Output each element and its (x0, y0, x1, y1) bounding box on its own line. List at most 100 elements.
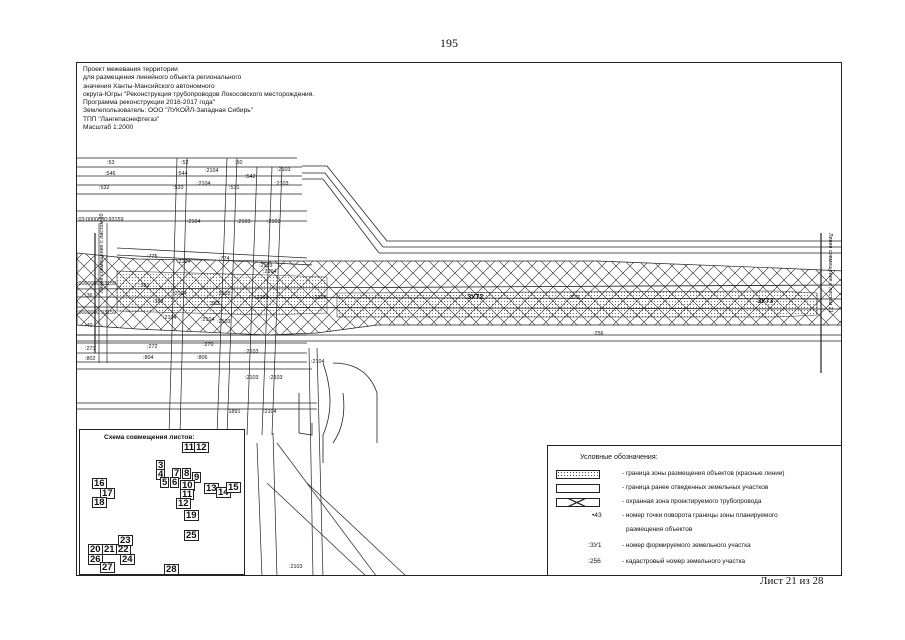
zone-label-zu72: ЗУ72 (467, 294, 483, 301)
match-lines (94, 233, 822, 373)
sheet-number: 21 (102, 544, 117, 555)
sheet-number: 8 (182, 468, 192, 479)
parcel-label: :50 (235, 160, 243, 166)
sheet-number: 12 (194, 442, 209, 453)
parcel-label: :256 (593, 331, 604, 337)
sheet-number: 9 (192, 472, 202, 483)
parcel-label: :1891 (227, 409, 241, 415)
pipelines (77, 284, 841, 342)
parcel-label: :2104 (177, 259, 191, 265)
parcel-label: :542 (245, 174, 256, 180)
parcel-label: :383 (209, 301, 220, 307)
parcel-label: :2104 (313, 295, 327, 301)
title-line: округа-Югры "Реконструкция трубопроводов… (83, 90, 315, 98)
sheet-number: 24 (120, 554, 135, 565)
parcel-label: :2103 (237, 219, 251, 225)
dotted-box-icon (556, 470, 600, 479)
sheet-number: 19 (184, 510, 199, 521)
left-edge-label: :36 (85, 293, 93, 299)
parcel-label: :546 (105, 171, 116, 177)
parcel-label: :2104 (163, 315, 177, 321)
parcel-label: :2103 (289, 564, 303, 570)
page-number: 195 (440, 36, 458, 50)
left-edge-label: :03:0000000:93159 (77, 217, 123, 223)
parcel-label: :381 (139, 283, 150, 289)
legend-text: - номер точки поворота границы зоны план… (622, 512, 778, 519)
sheet-number: 23 (118, 535, 133, 546)
parcel-label: :2103 (267, 219, 281, 225)
parcel-label: :2103 (255, 295, 269, 301)
left-edge-label: :0000000:93159 (77, 310, 116, 316)
title-line: значения Ханты-Мансийского автономного (83, 82, 215, 90)
parcel-label: :272 (147, 344, 158, 350)
legend-text: размещения объектов (626, 526, 693, 533)
title-line: Масштаб 1:2000 (83, 124, 134, 132)
parcel-label: :532 (99, 185, 110, 191)
cadastral-map: ЗУ72 ЗУ73 :53 :52 :50 :546 :544 :542 :53… (77, 157, 841, 575)
title-line: Проект межевания территории (83, 66, 178, 73)
parcel-label: :2103 (275, 181, 289, 187)
parcel-code: :ЗУ1 (588, 542, 602, 549)
parcel-label: :2104 (197, 181, 211, 187)
sheet-number: 5 (160, 477, 170, 488)
legend-text: - граница ранее отведенных земельных уча… (622, 484, 769, 491)
parcel-label: :802 (85, 356, 96, 362)
hatched-box-icon (556, 498, 600, 507)
road-lines (302, 165, 841, 254)
sheet-number: 16 (92, 478, 107, 489)
parcel-label: :544 (177, 171, 188, 177)
sheet-number: 28 (164, 564, 179, 575)
parcel-label: :531 (229, 185, 240, 191)
parcel-label: :2104 (187, 219, 201, 225)
sheet-number: 17 (100, 488, 115, 499)
title-block: Проект межевания территории для размещен… (83, 66, 319, 133)
legend: Условные обозначения: - граница зоны раз… (547, 445, 841, 575)
sheet-number: 25 (184, 530, 199, 541)
protection-zone (77, 252, 841, 336)
legend-text: - граница зоны размещения объектов (крас… (622, 470, 785, 477)
parcel-label: :2104 (263, 269, 277, 275)
sheet-number: 18 (92, 497, 107, 508)
parcel-label: :270 (203, 342, 214, 348)
sheet-number: 27 (100, 562, 115, 573)
title-line: Программа реконструкции 2016-2017 года" (83, 99, 216, 107)
left-edge-label: :40 (85, 323, 93, 329)
map-frame: ЗУ72 ЗУ73 :53 :52 :50 :546 :544 :542 :53… (76, 62, 842, 576)
sheet-number: 12 (176, 498, 191, 509)
parcel-label: :774 (219, 256, 230, 262)
parcel-label: :52 (181, 160, 189, 166)
title-line: Землепользователь: ООО "ЛУКОЙЛ-Западная … (83, 107, 254, 115)
legend-text: - охранная зона проектируемого трубопров… (622, 498, 762, 505)
match-line-label-right: Линия совмещения с листом 21 (827, 233, 833, 313)
parcel-label: :2103 (269, 375, 283, 381)
parcel-label: :2103 (277, 167, 291, 173)
parcel-label: :2103 (259, 263, 273, 269)
title-line: ТПП "Лангепаснефтегаз" (83, 115, 160, 123)
parcel-label: :53 (107, 160, 115, 166)
parcel-label: :2104 (311, 359, 325, 365)
zone-label-zu73: ЗУ73 (757, 298, 773, 305)
parcel-label: :2103 (217, 291, 231, 297)
parcel-label: :382 (153, 299, 164, 305)
parcel-label: :379 (569, 295, 580, 301)
sheet-scheme: Схема совмещения листов: 11 12 3 4 7 8 9… (79, 429, 245, 575)
legend-text: - номер формируемого земельного участка (622, 542, 751, 549)
plain-box-icon (556, 484, 600, 493)
match-line-label-left: Линия совмещения с листом 20 (99, 213, 105, 293)
parcel-label: :2103 (245, 349, 259, 355)
sheet-label: Лист 21 из 28 (760, 575, 824, 587)
parcel-label: :2104 (263, 409, 277, 415)
parcel-label: :2104 (201, 317, 215, 323)
parcel-label: :533 (173, 185, 184, 191)
title-line: для размещения линейного объекта региона… (83, 74, 242, 82)
parcel-label: :2103 (245, 375, 259, 381)
parcel-label: :806 (197, 355, 208, 361)
parcel-label: :775 (147, 254, 158, 260)
legend-text: - кадастровый номер земельного участка (622, 558, 746, 565)
sheet-number: 26 (88, 554, 103, 565)
legend-title: Условные обозначения: (580, 454, 658, 461)
parcel-label: :2104 (173, 291, 187, 297)
scheme-title: Схема совмещения листов: (104, 434, 195, 441)
left-edge-label: :0000000:63159 (77, 281, 116, 287)
access-road (298, 362, 378, 463)
